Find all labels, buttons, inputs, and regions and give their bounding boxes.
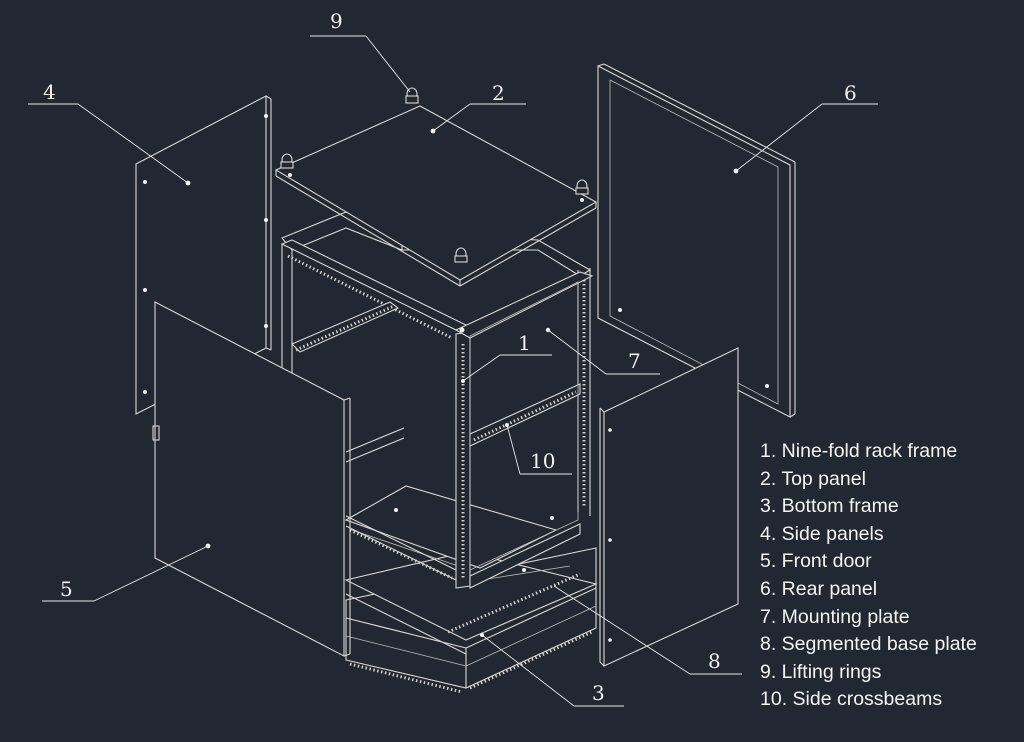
legend-item: 1. Nine-fold rack frame xyxy=(760,440,958,462)
callout-9: 9 xyxy=(310,9,411,93)
callout-number: 2 xyxy=(492,81,505,105)
callout-number: 5 xyxy=(60,577,73,601)
callout-4: 4 xyxy=(28,80,191,186)
legend-item: 5. Front door xyxy=(760,550,872,573)
rear-panel xyxy=(597,63,796,418)
callout-number: 3 xyxy=(592,681,605,705)
callout-10: 10 xyxy=(505,423,572,475)
lifting-ring-icon xyxy=(405,87,419,104)
lifting-ring-icon xyxy=(280,153,294,169)
legend-item: 6. Rear panel xyxy=(760,577,878,600)
legend-item: 7. Mounting plate xyxy=(760,605,910,628)
parts-legend: 1. Nine-fold rack frame 2. Top panel 3. … xyxy=(760,438,977,714)
top-panel xyxy=(274,105,598,287)
callout-number: 4 xyxy=(43,80,56,104)
callout-number: 10 xyxy=(530,449,555,473)
door-handle-icon xyxy=(152,425,160,441)
callout-5: 5 xyxy=(42,543,211,602)
callout-8: 8 xyxy=(553,585,742,675)
segmented-base-plate xyxy=(344,551,598,655)
callout-number: 9 xyxy=(330,9,343,33)
callout-number: 7 xyxy=(628,349,641,373)
front-door xyxy=(152,301,351,657)
legend-item: 2. Top panel xyxy=(760,467,866,490)
callout-1: 1 xyxy=(461,331,552,383)
legend-item: 3. Bottom frame xyxy=(760,495,899,518)
lifting-ring-icon xyxy=(575,179,589,195)
callout-3: 3 xyxy=(480,633,624,707)
mounting-plate-lower xyxy=(344,485,558,571)
legend-item: 10. Side crossbeams xyxy=(760,688,943,711)
callout-number: 6 xyxy=(844,81,857,105)
legend-item: 8. Segmented base plate xyxy=(760,633,977,656)
side-panel-right xyxy=(599,347,739,667)
legend-item: 9. Lifting rings xyxy=(760,660,882,683)
callout-7: 7 xyxy=(547,329,660,375)
rack-frame xyxy=(280,211,594,589)
lifting-rings xyxy=(280,87,589,263)
lifting-ring-icon xyxy=(454,247,468,263)
callout-number: 8 xyxy=(708,649,721,673)
callout-2: 2 xyxy=(432,81,526,132)
callout-6: 6 xyxy=(733,81,878,174)
callout-number: 1 xyxy=(518,331,531,355)
legend-item: 4. Side panels xyxy=(760,522,884,545)
